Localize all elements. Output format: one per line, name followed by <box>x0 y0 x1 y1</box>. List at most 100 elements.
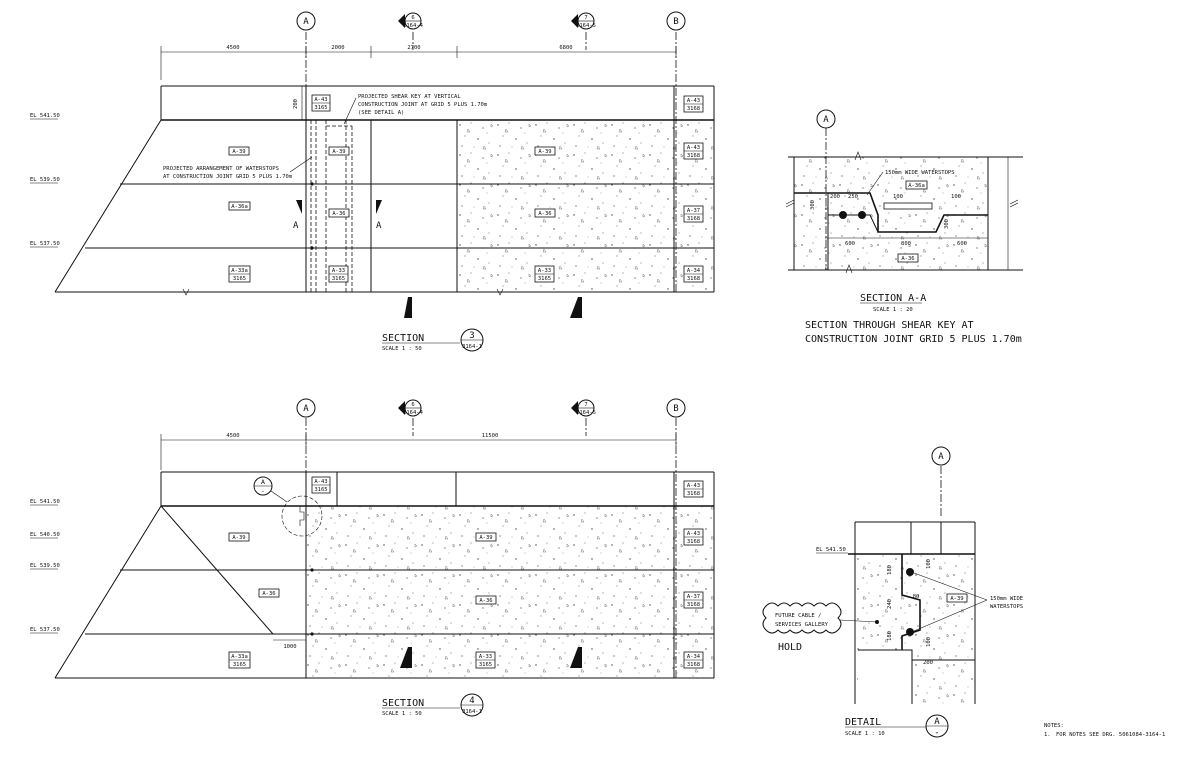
svg-text:A-36: A-36 <box>479 598 492 604</box>
svg-text:3164-5: 3164-5 <box>576 410 596 416</box>
tag-a39-right: A-39 <box>534 146 556 156</box>
dim-200: 200 <box>830 194 840 200</box>
dim-100: 100 <box>893 194 903 200</box>
tag-a36a: A-36a <box>228 201 251 211</box>
svg-text:A-33: A-33 <box>538 268 551 274</box>
tag-a33a-left: A-33a 3165 <box>228 265 251 283</box>
svg-text:A-36a: A-36a <box>231 204 248 210</box>
dim-100: 100 <box>951 194 961 200</box>
svg-text:3165: 3165 <box>332 276 345 282</box>
break-mark <box>854 151 862 161</box>
gallery-slope <box>160 505 274 635</box>
svg-text:A-36: A-36 <box>332 211 345 217</box>
svg-text:A-33a: A-33a <box>231 654 248 660</box>
section-mark-7-top: 7 3164-5 <box>571 12 596 30</box>
section-4-title: SECTION <box>382 698 424 709</box>
elevation-label: EL 539.50 <box>30 563 60 569</box>
tag-a37-right: A-37 3168 <box>683 591 704 609</box>
break-mark <box>182 288 190 296</box>
section-4-bubble: 4 3164-1 <box>460 693 484 717</box>
dim-200: 200 <box>293 99 299 109</box>
svg-text:-: - <box>934 728 939 738</box>
svg-text:3165: 3165 <box>479 662 492 668</box>
svg-text:3164-4: 3164-4 <box>403 23 424 29</box>
shear-key-detail <box>299 506 305 526</box>
svg-text:A-43: A-43 <box>687 98 700 104</box>
svg-text:B: B <box>673 404 678 414</box>
svg-text:3168: 3168 <box>687 153 700 159</box>
dim-80: 80 <box>913 594 920 600</box>
svg-text:B: B <box>673 17 678 27</box>
svg-text:A-39: A-39 <box>232 535 245 541</box>
detail-waterstops-line1: 150mm WIDE <box>990 596 1023 602</box>
note-waterstops-line2: AT CONSTRUCTION JOINT GRID 5 PLUS 1.70m <box>163 174 293 180</box>
tag-a36a-aa: A-36a <box>905 180 928 190</box>
section-aa-caption-line1: SECTION THROUGH SHEAR KEY AT <box>805 320 974 331</box>
svg-text:SERVICES GALLERY: SERVICES GALLERY <box>775 622 829 628</box>
svg-text:3164-1: 3164-1 <box>462 709 482 715</box>
note-waterstops-line1: PROJECTED ARRANGEMENT OF WATERSTOPS <box>163 166 279 172</box>
dim-180: 180 <box>887 565 893 575</box>
svg-text:A: A <box>938 452 944 462</box>
tag-a36-right: A-36 <box>534 208 556 218</box>
svg-text:3168: 3168 <box>687 106 700 112</box>
dim-250: 250 <box>848 194 858 200</box>
svg-text:A: A <box>823 115 829 125</box>
grid-bubble-a-bottom: A <box>296 398 316 418</box>
dim-6800: 6800 <box>559 45 572 51</box>
svg-text:7: 7 <box>584 402 587 408</box>
section-marker-arrow <box>400 647 412 668</box>
tag-a36-left: A-36 <box>258 588 280 598</box>
svg-text:3164-5: 3164-5 <box>576 23 596 29</box>
tag-a39-mid: A-39 <box>475 532 497 542</box>
svg-text:3: 3 <box>469 331 474 341</box>
gallery-label-cloud: FUTURE CABLE / SERVICES GALLERY <box>762 602 842 634</box>
svg-text:3165: 3165 <box>314 487 327 493</box>
elevation-label: EL 541.50 <box>30 113 60 119</box>
section-3-scale: SCALE 1 : 50 <box>382 346 422 352</box>
notes-heading: NOTES: <box>1044 723 1064 729</box>
svg-text:3165: 3165 <box>314 105 327 111</box>
svg-text:A-43: A-43 <box>687 145 700 151</box>
svg-text:A-39: A-39 <box>479 535 492 541</box>
waterstop-dot <box>906 628 914 636</box>
tag-a43-left: A-43 3165 <box>311 94 331 112</box>
svg-text:A-43: A-43 <box>687 531 700 537</box>
note-shear-key-line2: CONSTRUCTION JOINT AT GRID 5 PLUS 1.70m <box>358 102 488 108</box>
dim-200: 200 <box>923 660 933 666</box>
leader-line <box>913 572 988 601</box>
svg-text:A-37: A-37 <box>687 594 700 600</box>
tag-a33-mid: A-33 3165 <box>328 265 349 283</box>
dim-11500: 11500 <box>482 433 499 439</box>
sloped-face <box>54 505 162 679</box>
section-3: 4500 2000 2700 6800 200 EL 541.50 EL <box>30 32 715 352</box>
waterstop <box>883 202 933 210</box>
svg-text:3165: 3165 <box>233 662 246 668</box>
svg-text:3165: 3165 <box>233 276 246 282</box>
dim-300: 300 <box>810 200 816 210</box>
svg-text:FUTURE CABLE /: FUTURE CABLE / <box>775 613 821 619</box>
svg-text:A-36: A-36 <box>538 211 551 217</box>
svg-text:3168: 3168 <box>687 662 700 668</box>
tag-a33a-left: A-33a 3165 <box>228 651 251 669</box>
svg-text:A-43: A-43 <box>314 97 327 103</box>
detail-callout-bubble: A - <box>253 476 273 496</box>
tag-a39-left: A-39 <box>228 146 250 156</box>
svg-text:A-39: A-39 <box>538 149 551 155</box>
svg-text:3168: 3168 <box>687 216 700 222</box>
svg-text:A-33: A-33 <box>479 654 492 660</box>
svg-text:6: 6 <box>411 15 414 21</box>
waterstop-dot <box>839 211 847 219</box>
break-mark <box>496 288 504 296</box>
break-mark <box>785 199 795 208</box>
note-shear-key-line3: (SEE DETAIL A) <box>358 110 404 116</box>
tag-a43-right: A-43 3168 <box>683 480 704 498</box>
svg-text:A: A <box>261 478 265 486</box>
svg-text:3164-1: 3164-1 <box>462 344 482 350</box>
svg-text:A-34: A-34 <box>687 654 701 660</box>
section-mark-6-bottom: 6 3164-4 <box>398 399 424 417</box>
svg-text:A: A <box>934 717 940 727</box>
section-aa-caption-line2: CONSTRUCTION JOINT GRID 5 PLUS 1.70m <box>805 334 1022 345</box>
elevation-label: EL 537.50 <box>30 241 60 247</box>
waterstop-dot <box>310 246 314 250</box>
